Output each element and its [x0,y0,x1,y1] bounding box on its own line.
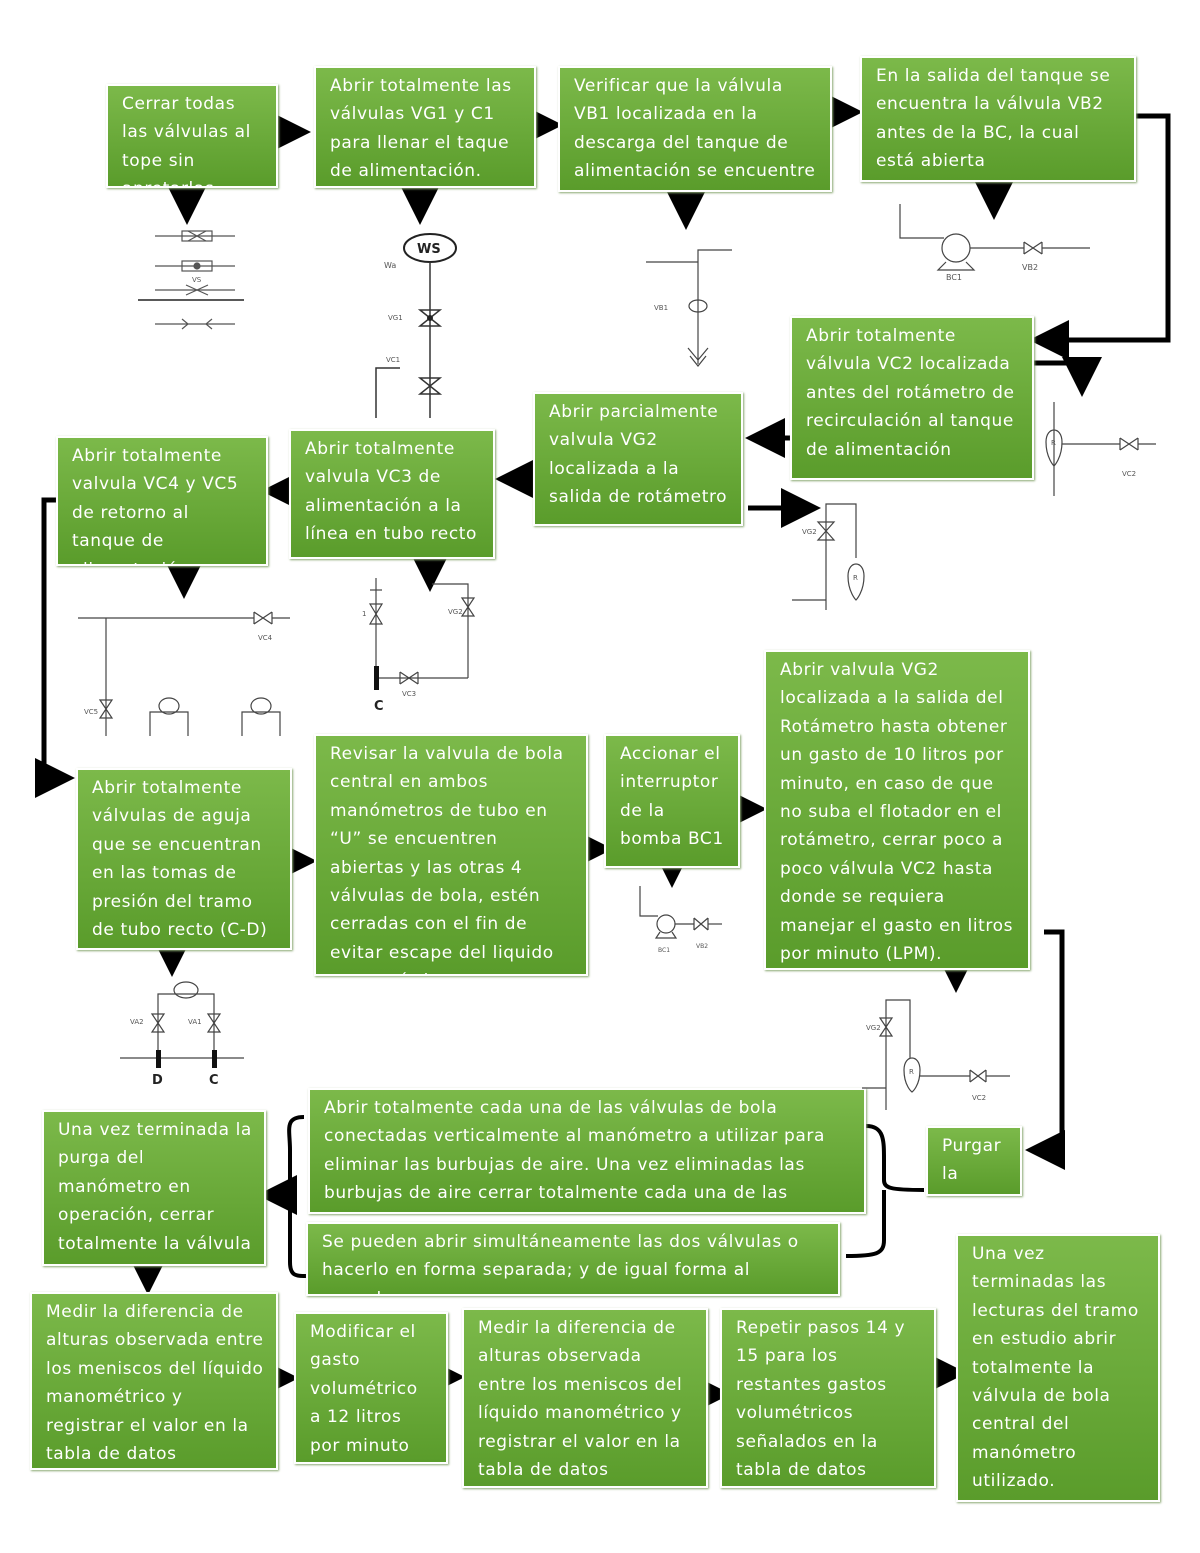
step-4-box: En la salida del tanque se encuentra la … [860,56,1136,182]
label-ws: WS [417,242,441,257]
step-19-text: Medir la diferencia de alturas observada… [478,1318,683,1481]
step-7-text: Abrir totalmente valvula VC3 de alimenta… [305,439,478,545]
label-vb1: VB1 [654,304,668,312]
label-one: 1 [362,610,366,618]
step-12-text: Abrir valvula VG2 localizada a la salida… [780,660,1014,965]
label-vc2: VC2 [1122,470,1136,478]
label-r-3: R [909,1068,914,1076]
step-1-text: Cerrar todas las válvulas al tope sin ap… [122,94,251,186]
step-11-text: Accionar el interruptor de la bomba BC1 [620,744,724,850]
step-20-text: Repetir pasos 14 y 15 para los restantes… [736,1318,906,1481]
step-10-text: Revisar la valvula de bola central en am… [330,744,564,974]
vg2-rotameter-symbol: VG2 R [792,503,865,610]
label-vb2-2: VB2 [696,943,708,950]
step-17-text: Medir la diferencia de alturas observada… [46,1302,264,1465]
label-vc2-2: VC2 [972,1094,986,1102]
step-8-text: Abrir totalmente valvula VC4 y VC5 de re… [72,446,239,564]
label-va1: VA1 [188,1018,202,1026]
label-d: D [152,1073,163,1088]
step-14-box: Abrir totalmente cada una de las válvula… [308,1088,866,1214]
step-4-text: En la salida del tanque se encuentra la … [876,66,1111,180]
step-16-box: Una vez terminada la purga del manómetro… [42,1110,266,1266]
step-5-text: Abrir totalmente válvula VC2 localizada … [806,326,1015,460]
label-vc5: VC5 [84,708,98,716]
step-6-text: Abrir parcialmente valvula VG2 localizad… [549,402,728,508]
step-14-text: Abrir totalmente cada una de las válvula… [324,1098,825,1212]
step-19-box: Medir la diferencia de alturas observada… [462,1308,708,1488]
arrow-s4-s5 [1029,113,1171,360]
label-bc1-2: BC1 [658,947,670,954]
step-21-box: Una vez terminadas las lecturas del tram… [956,1234,1160,1502]
step-2-box: Abrir totalmente las válvulas VG1 y C1 p… [314,66,536,188]
rotameter-vc2-symbol: R VC2 [1045,402,1156,496]
vc4-vc5-symbol: VC4 VC5 [78,611,290,736]
label-bc1: BC1 [946,273,962,282]
step-15-text: Se pueden abrir simultáneamente las dos … [322,1232,799,1294]
label-vc3: VC3 [402,690,416,698]
step-5-box: Abrir totalmente válvula VC2 localizada … [790,316,1034,480]
label-vg2-1: VG2 [802,528,817,536]
label-vg1: VG1 [388,314,403,322]
step-11-box: Accionar el interruptor de la bomba BC1 [604,734,740,868]
step-18-box: Modificar el gasto volumétrico a 12 litr… [294,1312,448,1464]
arrow-s8-s9 [35,497,75,798]
step-9-text: Abrir totalmente válvulas de aguja que s… [92,778,268,941]
step-13-box: Purgar la línea [926,1126,1022,1196]
step-10-box: Revisar la valvula de bola central en am… [314,734,588,976]
ws-tank-symbol: WS Wa VG1 VC1 [375,233,457,418]
label-vc4: VC4 [258,634,273,642]
label-vs: VS [192,276,202,284]
step-20-box: Repetir pasos 14 y 15 para los restantes… [720,1308,936,1488]
step-7-box: Abrir totalmente valvula VC3 de alimenta… [289,429,495,559]
right-brace [845,1124,925,1258]
label-vg2-2: VG2 [448,608,463,616]
vg2-rotameter-vc2-symbol: VG2 R VC2 [862,999,1010,1110]
valves-closed-symbol: VS [138,230,244,330]
step-3-box: Verificar que la válvula VB1 localizada … [558,66,832,192]
label-r-2: R [853,574,858,582]
label-vb2: VB2 [1022,263,1038,272]
left-brace [277,1115,307,1278]
step-18-text: Modificar el gasto volumétrico a 12 litr… [310,1322,418,1456]
label-vc1: VC1 [386,356,400,364]
step-6-box: Abrir parcialmente valvula VG2 localizad… [533,392,743,526]
step-8-box: Abrir totalmente valvula VC4 y VC5 de re… [56,436,268,566]
label-c-1: C [374,699,384,714]
step-9-box: Abrir totalmente válvulas de aguja que s… [76,768,292,950]
vc3-line-symbol: 1 VG2 VC3 C [362,578,476,714]
step-15-box: Se pueden abrir simultáneamente las dos … [306,1222,840,1296]
label-vg2-3: VG2 [866,1024,881,1032]
label-va2: VA2 [130,1018,144,1026]
step-13-text: Purgar la línea [942,1136,1002,1194]
bc1-vb2-symbol: BC1 VB2 [899,204,1090,282]
vb1-line-symbol: VB1 [646,249,732,367]
step-17-box: Medir la diferencia de alturas observada… [30,1292,278,1470]
arrow-s12-s13 [1025,929,1065,1170]
label-c-2: C [209,1073,219,1088]
cd-taps-symbol: VA2 VA1 D C [120,981,244,1088]
step-21-text: Una vez terminadas las lecturas del tram… [972,1244,1139,1492]
step-2-text: Abrir totalmente las válvulas VG1 y C1 p… [330,76,512,182]
step-16-text: Una vez terminada la purga del manómetro… [58,1120,252,1264]
label-wa: Wa [384,261,396,270]
step-12-box: Abrir valvula VG2 localizada a la salida… [764,650,1030,970]
label-r-1: R [1051,439,1056,447]
step-1-box: Cerrar todas las válvulas al tope sin ap… [106,84,278,188]
bc1-pump-symbol: BC1 VB2 [639,886,722,954]
arrow-s5-symbol [1034,357,1102,397]
step-3-text: Verificar que la válvula VB1 localizada … [574,76,816,190]
